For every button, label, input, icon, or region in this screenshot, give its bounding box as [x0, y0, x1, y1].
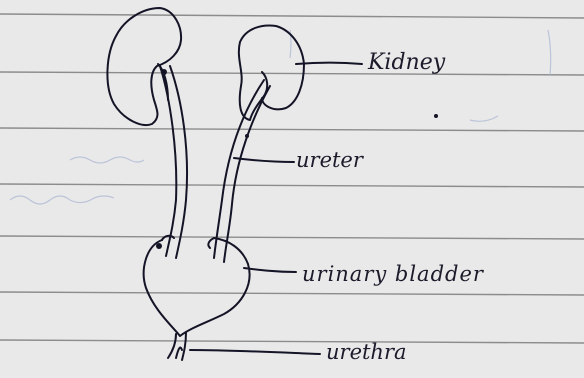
urinary-system-drawing [107, 8, 362, 360]
urethra [168, 334, 176, 358]
ureter-label: ureter [296, 148, 363, 172]
ruled-lines [0, 14, 584, 343]
kidney-label: Kidney [368, 50, 445, 75]
kidney-pointer [296, 63, 362, 65]
urethra-label: urethra [326, 340, 407, 364]
bladder-pointer [244, 268, 296, 272]
bleed-through-marks [10, 30, 551, 204]
urethra-pointer [190, 350, 320, 354]
urinary-bladder [144, 238, 250, 336]
urinary-bladder-label: urinary bladder [302, 262, 484, 286]
ureter-pointer [234, 158, 294, 162]
left-ureter [160, 66, 176, 256]
